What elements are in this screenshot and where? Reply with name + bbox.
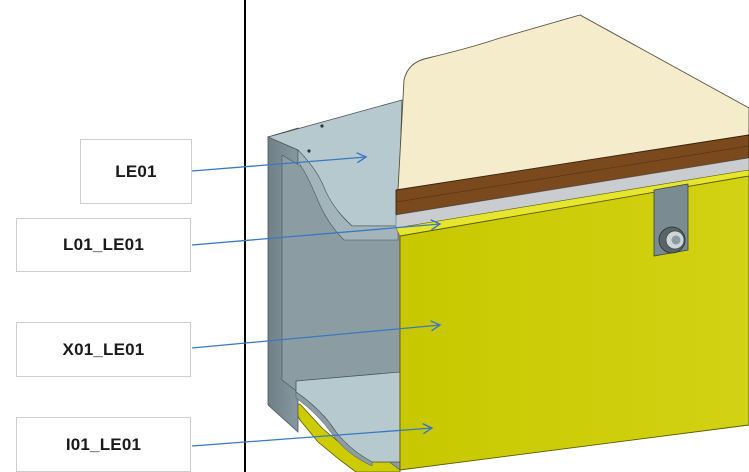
arrow-x01-le01	[191, 320, 442, 349]
label-i01-le01: I01_LE01	[16, 417, 191, 472]
shell-curved-face	[297, 149, 399, 241]
plate-hole	[307, 149, 311, 153]
arrow-l01-le01	[191, 219, 442, 246]
label-l01-le01: L01_LE01	[16, 218, 191, 272]
label-x01-le01: X01_LE01	[16, 322, 191, 377]
liner-strip	[395, 157, 749, 229]
label-le01: LE01	[80, 139, 192, 204]
top-cushion	[397, 14, 749, 191]
arrow-le01	[191, 152, 368, 172]
shell-bottom-curve	[295, 391, 373, 467]
arrow-i01-le01	[191, 423, 434, 447]
wood-layer	[395, 134, 749, 216]
plate-hole	[320, 124, 324, 128]
front-panel-edge	[395, 169, 749, 237]
knob-icon	[658, 226, 686, 254]
wood-grain-line	[395, 145, 749, 203]
